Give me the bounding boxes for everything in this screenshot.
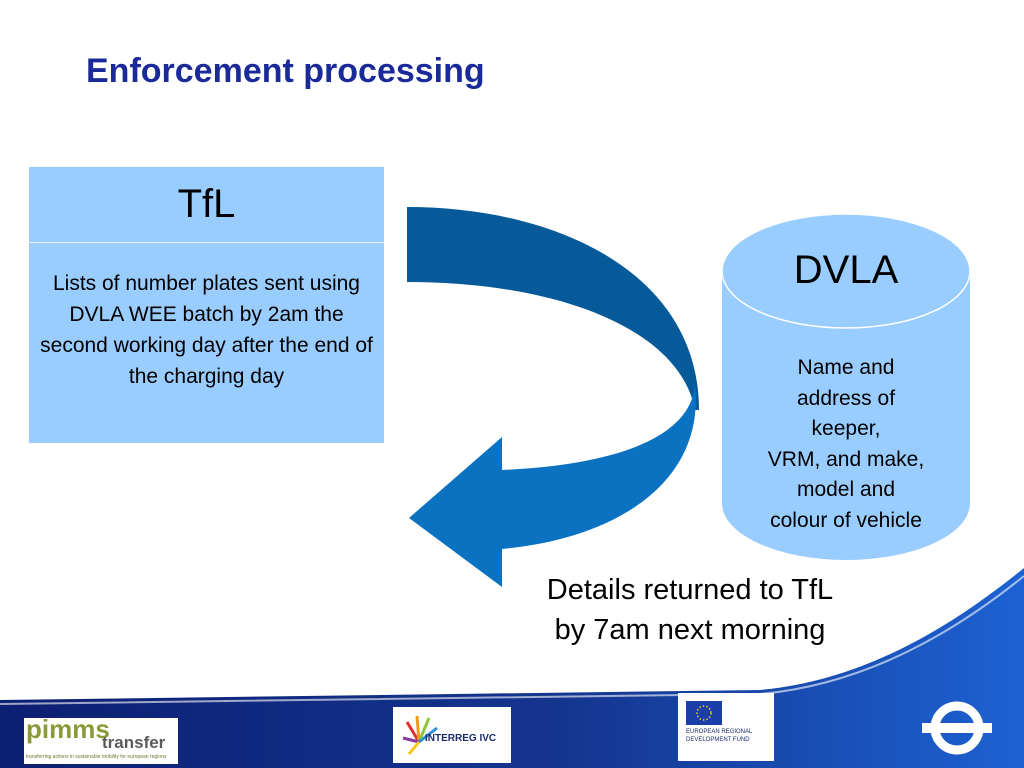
tfl-roundel-icon (922, 701, 992, 755)
erdf-line1: EUROPEAN REGIONAL (686, 729, 753, 735)
erdf-logo: EUROPEAN REGIONAL DEVELOPMENT FUND (678, 693, 774, 761)
dvla-line: VRM, and make, (767, 447, 925, 471)
dvla-description: Name and address of keeper, VRM, and mak… (730, 353, 962, 536)
dvla-heading: DVLA (793, 248, 899, 292)
interreg-text: INTERREG IVC (425, 733, 497, 744)
pimms-tagline: transferring actions in sustainable mobi… (26, 754, 167, 760)
return-caption: Details returned to TfL by 7am next morn… (546, 574, 834, 646)
pimms-transfer-logo: pimms transfer transferring actions in s… (24, 714, 178, 764)
interreg-star-icon (402, 715, 438, 755)
dvla-line: model and (796, 478, 896, 501)
slide-title: Enforcement processing (86, 52, 485, 90)
tfl-box: TfL Lists of number plates sent using DV… (29, 167, 384, 443)
arrow-upper-band (407, 207, 699, 410)
interreg-logo: INTERREG IVC (393, 707, 511, 763)
tfl-box-heading: TfL (29, 167, 384, 243)
eu-flag-icon (686, 701, 722, 725)
transfer-word: transfer (102, 733, 166, 752)
tfl-box-description: Lists of number plates sent using DVLA W… (40, 272, 373, 388)
arrow-lower-band (409, 385, 696, 587)
erdf-line2: DEVELOPMENT FUND (686, 737, 750, 743)
dvla-line: keeper, (811, 417, 881, 440)
dvla-line: address of (796, 386, 896, 410)
dvla-line: Name and (797, 356, 895, 379)
dvla-line: colour of vehicle (770, 508, 922, 532)
pimms-word: pimms (26, 714, 110, 744)
